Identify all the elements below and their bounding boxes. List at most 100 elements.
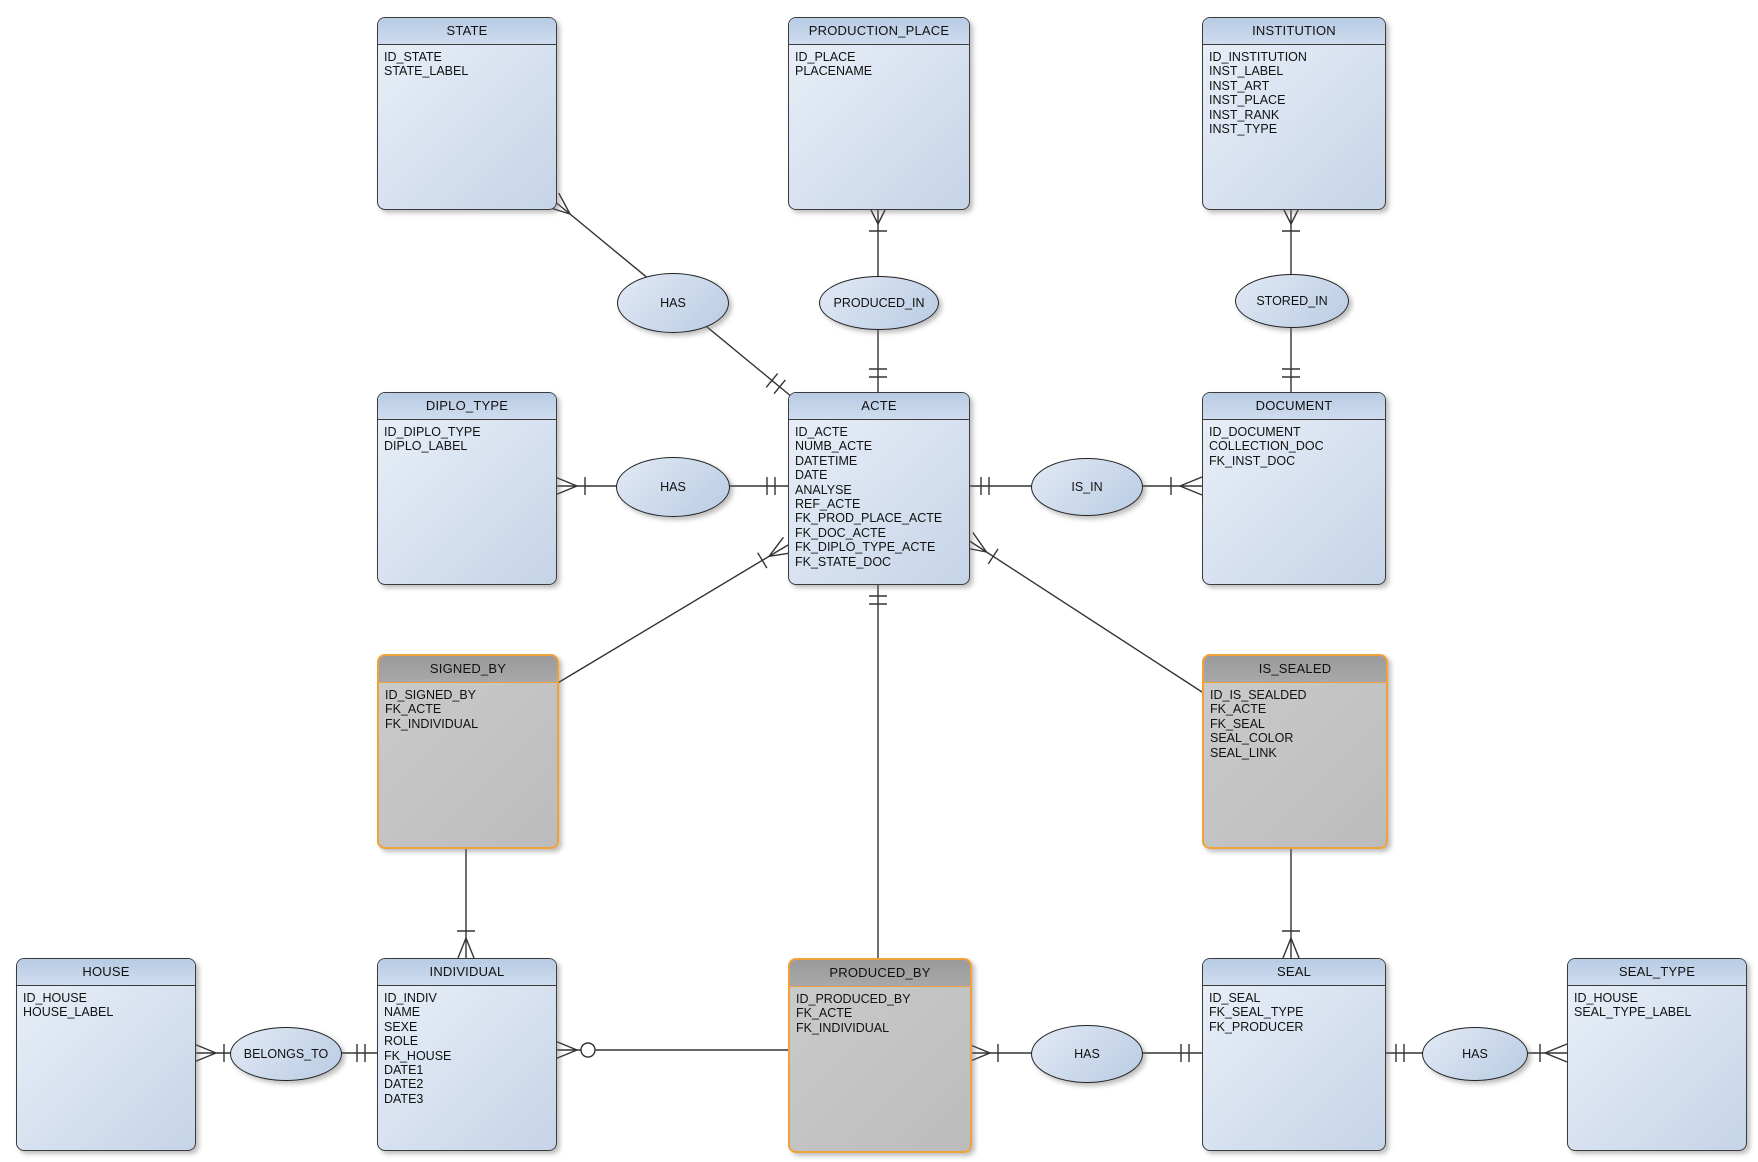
field: ID_STATE [384,50,442,64]
field: FK_DIPLO_TYPE_ACTE [795,540,936,555]
field: FK_SEAL_TYPE [1209,1005,1304,1020]
field: SEAL_COLOR [1210,731,1294,746]
field: INST_LABEL [1209,64,1284,79]
field: FK_HOUSE [384,1048,452,1063]
relationship-has-producedby-seal[interactable]: HAS [1031,1025,1143,1083]
entity-is-sealed-title: IS_SEALED [1204,656,1386,683]
field: ID_INSTITUTION [1209,50,1307,64]
field: NUMB_ACTE [795,439,873,454]
relationship-is-in[interactable]: IS_IN [1031,458,1143,516]
field: FK_ACTE [385,702,442,717]
field: ANALYSE [795,482,852,497]
field: COLLECTION_DOC [1209,439,1324,454]
entity-individual-title: INDIVIDUAL [378,959,556,986]
field: REF_ACTE [795,497,861,512]
field: ID_PLACE [795,50,856,64]
field: DATE3 [384,1091,424,1106]
field: FK_STATE_DOC [795,554,892,569]
entity-acte-title: ACTE [789,393,969,420]
relationship-label: PRODUCED_IN [833,296,925,310]
field: ID_SEAL [1209,991,1261,1005]
entity-signed-by-title: SIGNED_BY [379,656,557,683]
entity-diplo-type-title: DIPLO_TYPE [378,393,556,420]
field: INST_RANK [1209,107,1280,122]
relationship-label: HAS [660,480,686,494]
relationship-belongs-to[interactable]: BELONGS_TO [230,1027,342,1081]
relationship-stored-in[interactable]: STORED_IN [1235,274,1349,328]
field: FK_ACTE [796,1006,853,1021]
field: ID_HOUSE [1574,991,1638,1005]
field: ID_PRODUCED_BY [796,992,911,1006]
field: INST_ART [1209,78,1270,93]
field: ROLE [384,1034,419,1049]
field: SEAL_LINK [1210,745,1277,760]
relationship-label: BELONGS_TO [243,1047,329,1061]
field: ID_IS_SEALDED [1210,688,1307,702]
field: DATE2 [384,1077,424,1092]
entity-seal-type-title: SEAL_TYPE [1568,959,1746,986]
field: INST_TYPE [1209,122,1278,137]
relationship-has-state-acte[interactable]: HAS [617,273,729,333]
field: SEAL_TYPE_LABEL [1574,1005,1692,1020]
relationship-label: HAS [1462,1047,1488,1061]
relationship-has-seal-sealtype[interactable]: HAS [1422,1027,1528,1081]
relationship-label: STORED_IN [1256,294,1328,308]
field: INST_PLACE [1209,93,1286,108]
field: FK_INDIVIDUAL [796,1020,890,1035]
field: DATETIME [795,453,858,468]
entity-produced-by-title: PRODUCED_BY [790,960,970,987]
entity-house-title: HOUSE [17,959,195,986]
field: FK_SEAL [1210,716,1265,731]
field: HOUSE_LABEL [23,1005,114,1020]
field: NAME [384,1005,421,1020]
field: ID_SIGNED_BY [385,688,477,702]
field: PLACENAME [795,64,873,79]
field: ID_ACTE [795,425,848,439]
field: DATE1 [384,1063,424,1078]
field: FK_ACTE [1210,702,1267,717]
field: ID_HOUSE [23,991,87,1005]
field: SEXE [384,1019,418,1034]
relationship-produced-in[interactable]: PRODUCED_IN [819,276,939,330]
field: ID_DOCUMENT [1209,425,1301,439]
relationship-label: HAS [1074,1047,1100,1061]
field: ID_DIPLO_TYPE [384,425,481,439]
field: FK_INDIVIDUAL [385,716,479,731]
field: FK_PROD_PLACE_ACTE [795,511,943,526]
field: FK_INST_DOC [1209,453,1296,468]
relationship-has-diplo-acte[interactable]: HAS [616,457,730,517]
field: DATE [795,468,828,483]
entity-document-title: DOCUMENT [1203,393,1385,420]
relationship-label: HAS [660,296,686,310]
field: ID_INDIV [384,991,437,1005]
entity-institution-title: INSTITUTION [1203,18,1385,45]
field: DIPLO_LABEL [384,439,468,454]
field: FK_DOC_ACTE [795,525,886,540]
